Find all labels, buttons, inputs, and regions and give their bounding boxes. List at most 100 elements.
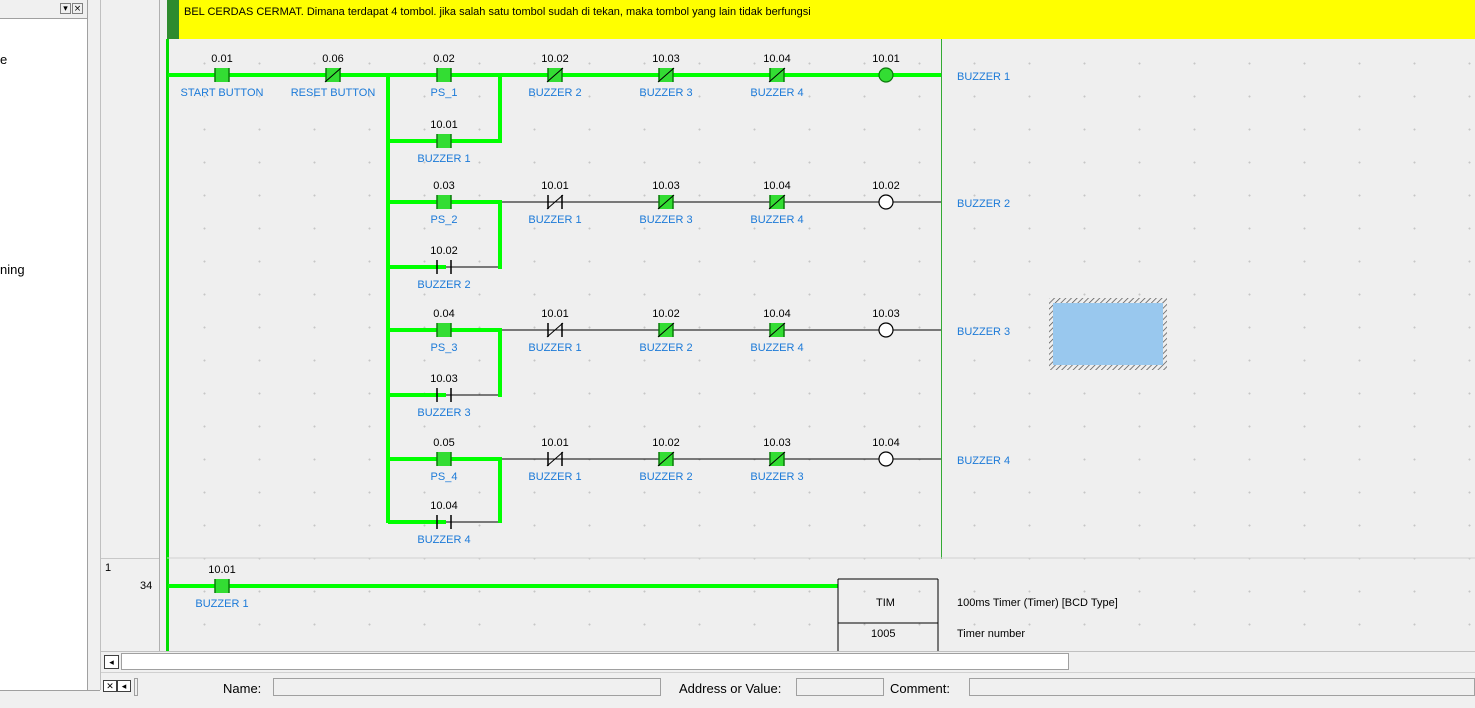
contact-address: 10.02	[652, 308, 680, 320]
output-coil[interactable]	[878, 67, 894, 83]
contact-label: BUZZER 3	[639, 214, 692, 226]
close-icon[interactable]: ✕	[103, 680, 117, 692]
contact-address: 0.05	[433, 437, 454, 449]
nc-contact[interactable]	[546, 67, 564, 83]
contact-address: 10.03	[763, 437, 791, 449]
nc-contact[interactable]	[768, 67, 786, 83]
contact-label: BUZZER 2	[417, 279, 470, 291]
no-contact[interactable]	[214, 579, 230, 593]
panel-header: ▾ ×	[0, 0, 87, 19]
selection-cursor[interactable]	[1053, 303, 1163, 365]
no-contact[interactable]	[436, 388, 452, 402]
left-panel-footer	[0, 690, 100, 708]
panel-dropdown-button[interactable]: ▾	[60, 3, 71, 14]
contact-address: 10.02	[541, 53, 569, 65]
output-coil[interactable]	[878, 194, 894, 210]
wire-rung2	[168, 584, 838, 588]
no-contact[interactable]	[436, 452, 452, 466]
contact-address: 10.01	[541, 308, 569, 320]
nc-contact[interactable]	[657, 451, 675, 467]
wire-branch-3-lit	[388, 393, 446, 397]
nc-contact[interactable]	[768, 322, 786, 338]
nc-contact[interactable]	[546, 451, 564, 467]
project-tree-panel: ▾ × e ning	[0, 0, 88, 690]
scroll-left-button[interactable]: ◂	[104, 655, 119, 669]
contact-label: PS_2	[431, 214, 458, 226]
nc-contact[interactable]	[546, 194, 564, 210]
splitter[interactable]	[88, 0, 101, 690]
output-coil[interactable]	[878, 451, 894, 467]
contact-address: 0.06	[322, 53, 343, 65]
nc-contact[interactable]	[546, 322, 564, 338]
contact-address: 10.01	[541, 437, 569, 449]
contact-address: 0.03	[433, 180, 454, 192]
contact-address: 10.04	[763, 53, 791, 65]
tree-item-2[interactable]: ning	[0, 262, 25, 277]
nc-contact[interactable]	[768, 194, 786, 210]
or-bus	[386, 75, 390, 523]
contact-label: PS_1	[431, 87, 458, 99]
no-contact[interactable]	[436, 195, 452, 209]
contact-label: BUZZER 1	[528, 342, 581, 354]
coil-label: BUZZER 2	[957, 198, 1010, 210]
tree-item-1[interactable]: e	[0, 52, 8, 67]
ladder-diagram[interactable]	[160, 0, 1475, 651]
contact-address: 10.03	[652, 180, 680, 192]
nc-contact[interactable]	[657, 194, 675, 210]
no-contact[interactable]	[436, 515, 452, 529]
contact-label: BUZZER 4	[750, 214, 803, 226]
rung-comment-marker	[167, 0, 179, 39]
contact-address: 10.02	[652, 437, 680, 449]
contact-label: BUZZER 2	[639, 471, 692, 483]
timer-block[interactable]	[837, 578, 939, 651]
nc-contact[interactable]	[657, 322, 675, 338]
contact-address: 10.02	[430, 245, 458, 257]
contact-label: BUZZER 1	[195, 598, 248, 610]
contact-label: BUZZER 2	[528, 87, 581, 99]
nc-contact[interactable]	[768, 451, 786, 467]
contact-label: PS_3	[431, 342, 458, 354]
no-contact[interactable]	[214, 68, 230, 82]
rung-comment-text: BEL CERDAS CERMAT. Dimana terdapat 4 tom…	[184, 6, 811, 18]
nc-contact[interactable]	[324, 67, 342, 83]
contact-label: BUZZER 3	[417, 407, 470, 419]
contact-address: 10.01	[541, 180, 569, 192]
comment-field[interactable]	[969, 678, 1475, 696]
contact-address: 10.04	[763, 180, 791, 192]
wire-branch-2-lit	[388, 265, 446, 269]
output-coil[interactable]	[878, 322, 894, 338]
no-contact[interactable]	[436, 323, 452, 337]
address-field[interactable]	[796, 678, 884, 696]
timer-operand-label: Timer number	[957, 628, 1026, 640]
scroll-left-icon[interactable]: ◂	[117, 680, 131, 692]
no-contact[interactable]	[436, 260, 452, 274]
no-contact[interactable]	[436, 68, 452, 82]
right-power-rail	[941, 39, 942, 559]
branch-close-4	[498, 459, 502, 523]
contact-label: PS_4	[431, 471, 458, 483]
timer-description: 100ms Timer (Timer) [BCD Type]	[957, 597, 1118, 609]
name-label: Name:	[223, 681, 262, 696]
contact-label: BUZZER 1	[528, 214, 581, 226]
scroll-track[interactable]	[121, 653, 1069, 670]
left-power-rail	[166, 39, 169, 651]
contact-label: BUZZER 2	[639, 342, 692, 354]
coil-address: 10.04	[872, 437, 900, 449]
panel-close-button[interactable]: ×	[72, 3, 83, 14]
contact-address: 10.04	[430, 500, 458, 512]
contact-label: BUZZER 4	[417, 534, 470, 546]
contact-address: 10.03	[652, 53, 680, 65]
status-sep	[134, 678, 138, 696]
contact-address: 10.04	[763, 308, 791, 320]
contact-label: BUZZER 1	[528, 471, 581, 483]
no-contact[interactable]	[436, 134, 452, 148]
rung-index: 1	[105, 562, 112, 574]
rung-number-column	[101, 0, 160, 651]
name-field[interactable]	[273, 678, 661, 696]
rung-comment-bar[interactable]	[179, 0, 1475, 39]
nc-contact[interactable]	[657, 67, 675, 83]
contact-label: BUZZER 3	[750, 471, 803, 483]
timer-number: 1005	[871, 628, 896, 640]
wire-branch-4-lit	[388, 520, 446, 524]
